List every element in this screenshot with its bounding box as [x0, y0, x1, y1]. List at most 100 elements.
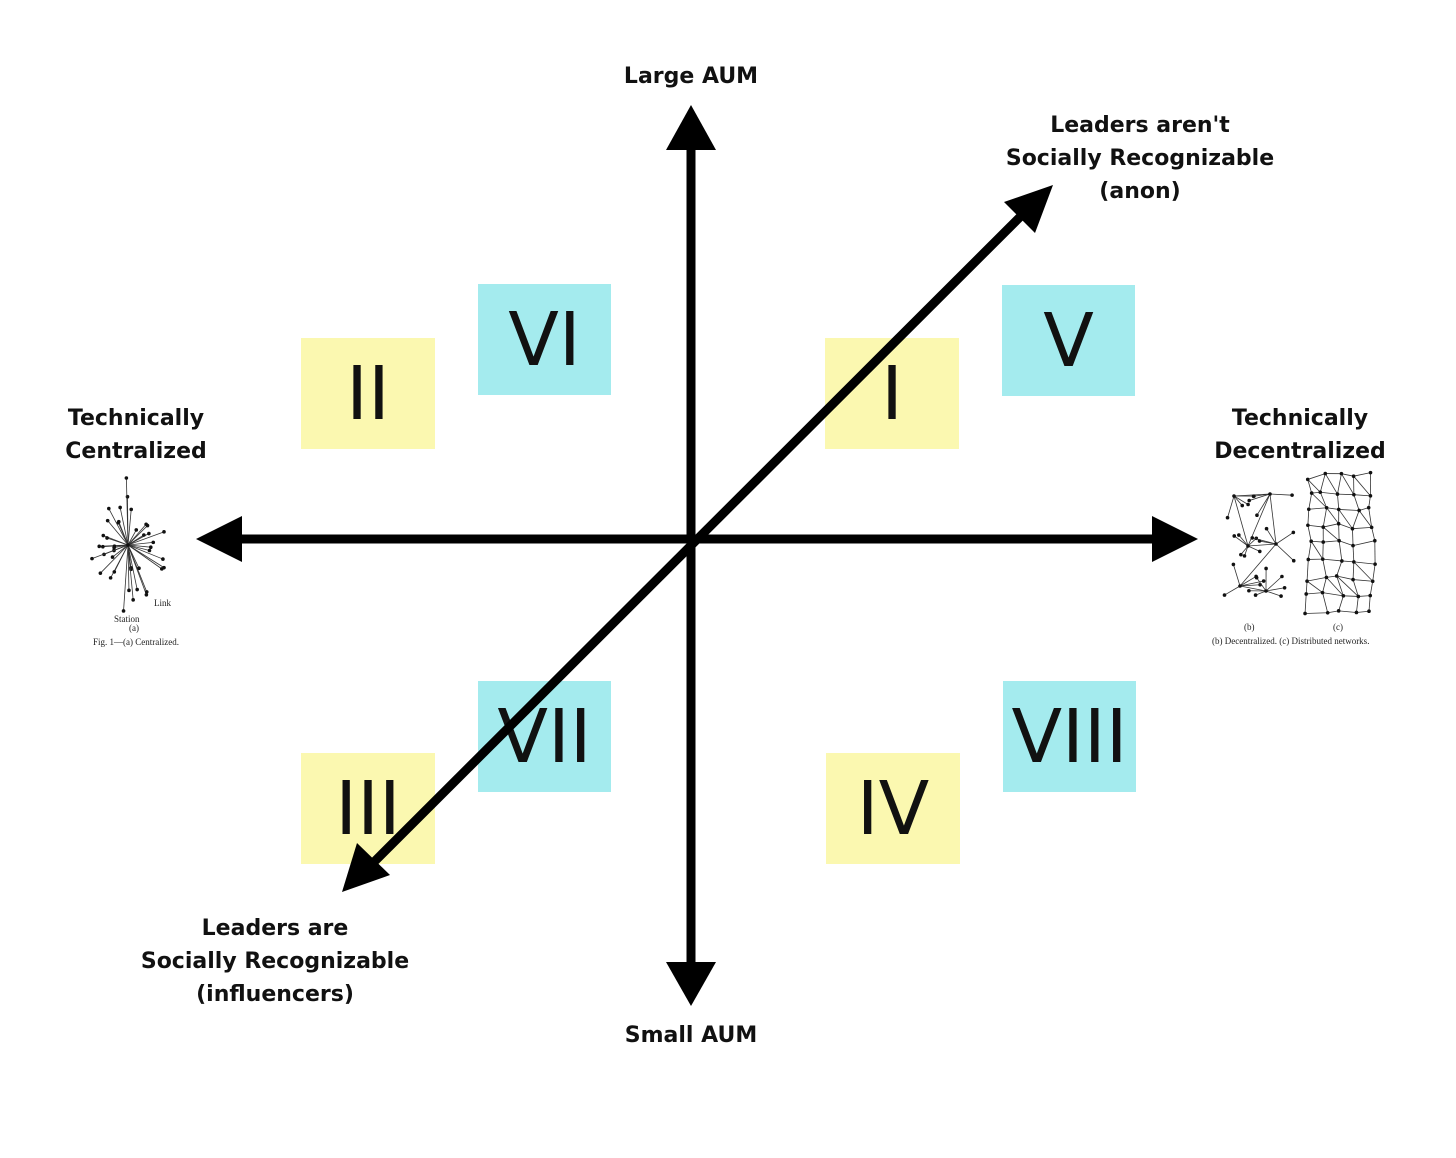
- network-link: [1322, 592, 1329, 613]
- network-link: [1356, 610, 1370, 613]
- network-node: [1264, 566, 1268, 571]
- network-link: [1305, 581, 1308, 594]
- network-link: [1371, 527, 1376, 541]
- network-node: [1250, 536, 1255, 540]
- network-link: [1255, 590, 1267, 596]
- network-node: [1222, 593, 1227, 597]
- network-node: [151, 540, 156, 545]
- network-node: [1335, 492, 1340, 496]
- network-link: [1239, 543, 1277, 587]
- network-node: [144, 592, 149, 597]
- network-link: [1311, 492, 1327, 509]
- centralized-sub-label: (a): [129, 623, 139, 633]
- network-link: [1353, 561, 1373, 582]
- decentralized-network-graph: [1222, 492, 1296, 598]
- network-link: [119, 507, 129, 546]
- network-node: [110, 555, 115, 559]
- network-link: [127, 544, 165, 568]
- network-node: [1367, 609, 1371, 614]
- network-link: [1307, 525, 1312, 542]
- network-link: [1259, 540, 1277, 545]
- region-iii: III: [301, 753, 435, 864]
- network-node: [90, 556, 94, 561]
- network-node: [116, 519, 121, 524]
- network-node: [1373, 538, 1377, 543]
- network-link: [114, 544, 129, 549]
- network-node: [112, 570, 117, 574]
- network-node: [137, 566, 141, 571]
- network-link: [1239, 576, 1257, 587]
- network-node: [1253, 593, 1258, 597]
- network-node: [105, 536, 109, 540]
- network-node: [1225, 515, 1230, 520]
- network-link: [1343, 595, 1359, 597]
- label-upper-right-line2: Socially Recognizable: [1005, 146, 1275, 171]
- network-node: [1324, 575, 1329, 580]
- network-link: [1353, 561, 1376, 565]
- network-link: [1307, 524, 1324, 528]
- network-node: [108, 576, 113, 580]
- label-right-line2: Decentralized: [1214, 439, 1386, 464]
- network-link: [1307, 473, 1326, 480]
- arrow-left-head: [196, 516, 242, 562]
- network-node: [121, 609, 126, 613]
- network-link: [1336, 575, 1344, 596]
- network-link: [127, 544, 134, 600]
- network-link: [1256, 577, 1267, 592]
- network-link: [1352, 526, 1372, 530]
- decentralized-network-figure: (b) (c) (b) Decentralized. (c) Distribut…: [1212, 470, 1377, 646]
- network-node: [1282, 585, 1287, 590]
- network-link: [107, 520, 129, 546]
- network-node: [1251, 494, 1256, 499]
- network-node: [1255, 513, 1259, 517]
- network-link: [127, 531, 165, 546]
- network-node: [147, 531, 151, 536]
- network-link: [1320, 491, 1338, 495]
- network-link: [1353, 494, 1371, 497]
- network-link: [1308, 507, 1327, 510]
- label-lower-left-line2: Socially Recognizable: [140, 949, 410, 974]
- network-node: [1366, 505, 1371, 510]
- network-link: [1338, 540, 1343, 561]
- network-link: [1338, 610, 1357, 613]
- network-node: [1337, 538, 1341, 543]
- network-node: [1305, 477, 1310, 482]
- network-node: [1258, 549, 1262, 554]
- network-node: [1324, 505, 1329, 510]
- region-ii: II: [301, 338, 435, 449]
- network-node: [1291, 558, 1296, 563]
- network-node: [1368, 470, 1373, 475]
- network-link: [1253, 493, 1271, 497]
- network-hub-node: [1274, 542, 1278, 546]
- network-link: [1306, 559, 1309, 582]
- network-node: [144, 590, 149, 594]
- network-node: [161, 557, 165, 561]
- network-link: [1337, 494, 1340, 510]
- network-node: [1340, 559, 1344, 563]
- network-node: [112, 545, 116, 550]
- network-link: [1249, 493, 1271, 501]
- network-link: [1356, 596, 1359, 613]
- network-link: [1338, 595, 1344, 611]
- network-hub-node: [1264, 589, 1268, 593]
- arrow-right-head: [1152, 516, 1198, 562]
- network-node: [142, 533, 146, 537]
- network-node: [1240, 503, 1245, 508]
- network-link: [1341, 473, 1354, 477]
- network-node: [1354, 610, 1359, 615]
- network-link: [108, 508, 129, 546]
- network-node: [1257, 539, 1262, 543]
- network-node: [1357, 508, 1361, 513]
- network-link: [1234, 535, 1249, 547]
- network-hub-node: [1232, 494, 1236, 498]
- network-link: [1265, 587, 1285, 592]
- network-link: [1358, 595, 1371, 597]
- network-node: [105, 518, 110, 523]
- network-node: [1242, 554, 1247, 558]
- network-link: [127, 541, 154, 546]
- network-node: [101, 533, 106, 538]
- network-node: [1321, 540, 1326, 544]
- network-link: [1256, 493, 1271, 516]
- centralized-link-label: Link: [154, 598, 171, 608]
- label-lower-left-line1: Leaders are: [201, 916, 349, 941]
